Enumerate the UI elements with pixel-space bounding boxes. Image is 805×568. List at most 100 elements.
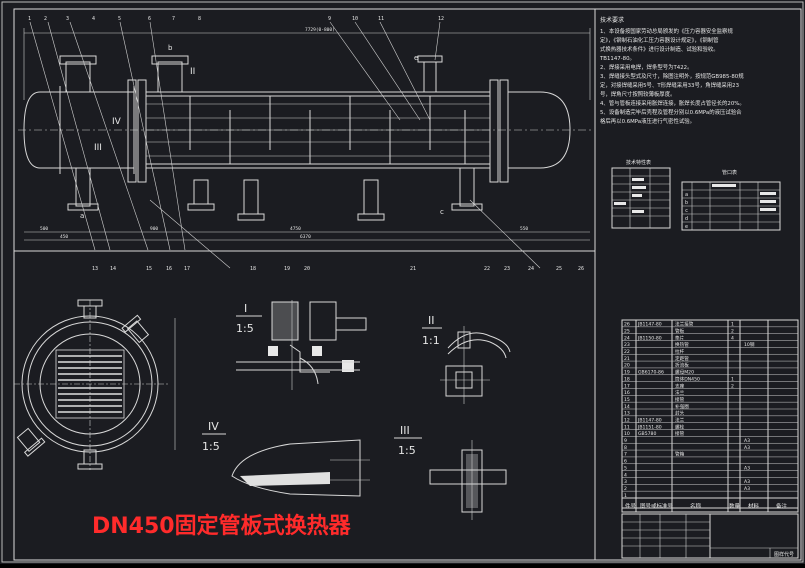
nozzle-letter: b [685, 200, 688, 206]
bom-cell-material: A3 [744, 438, 750, 444]
tech-line: TB1147-80。 [599, 56, 635, 62]
bom-cell-name: 管箱 [675, 451, 685, 458]
bom-cell-drawing: JB1150-80 [637, 335, 662, 341]
bom-cell-drawing: GB5780 [638, 431, 656, 437]
part-number: 3 [66, 16, 69, 22]
bom-header-remark: 备注 [776, 502, 788, 510]
bom-cell-seq: 26 [624, 322, 630, 328]
dimension-text: 550 [520, 226, 528, 232]
nozzle-letter: a [80, 212, 84, 220]
dimension-text: 900 [150, 226, 158, 232]
part-number: 17 [184, 266, 190, 272]
bom-cell-qty: 1 [731, 322, 734, 328]
detail-III: III 1:5 [394, 424, 507, 520]
table-title: 技术特性表 [626, 159, 651, 166]
bom-cell-material: A3 [744, 486, 750, 492]
bom-cell-seq: 4 [624, 472, 627, 478]
bom-cell-seq: 5 [624, 465, 627, 471]
bom-header-seq: 件号 [625, 502, 637, 510]
drawing-title: DN450固定管板式换热器 [92, 514, 351, 539]
part-number: 6 [148, 16, 151, 22]
bom-cell-drawing: JB1151-80 [637, 424, 662, 430]
part-number: 22 [484, 266, 490, 272]
bom-cell-qty: 1 [731, 376, 734, 382]
dimension-text: 6370 [300, 234, 311, 240]
part-number: 19 [284, 266, 290, 272]
bom-cell-seq: 15 [624, 397, 630, 403]
bom-header-qty: 数量 [729, 502, 741, 510]
bom-header-material: 材料 [748, 502, 760, 510]
bom-cell-name: 拉杆 [675, 348, 685, 355]
bom-cell-seq: 24 [624, 335, 630, 341]
tech-line: 4、管与管板连接采用胀焊连接，胀焊长度占管径长的20%。 [600, 99, 745, 107]
bom-cell-seq: 25 [624, 328, 630, 334]
detail-scale: 1:1 [422, 334, 440, 347]
bom-cell-name: 接管 [675, 430, 685, 437]
part-number: 23 [504, 266, 510, 272]
detail-label: III [400, 424, 410, 437]
inner-frame [13, 8, 802, 561]
bom-cell-drawing: GB6170-86 [638, 370, 664, 376]
tech-line: 3、焊缝接头型式及尺寸，除图注明外，按规范GB985-80规 [600, 72, 744, 80]
bom-cell-name: 定距管 [675, 355, 689, 362]
tube-bundle-pattern [55, 349, 125, 419]
bom-cell-seq: 17 [624, 383, 630, 389]
tech-characteristics-table: 技术特性表 [611, 159, 671, 229]
detail-marker: III [94, 143, 102, 153]
bom-cell-seq: 16 [624, 390, 630, 396]
bom-cell-material: A3 [744, 479, 750, 485]
bom-cell-seq: 1 [624, 493, 627, 499]
tech-line: 5、设备制造完毕后壳程及管程分别以0.6MPa的液压试验合 [600, 108, 742, 116]
part-number: 14 [110, 266, 116, 272]
dimension-text: 7729(0-800) [305, 27, 335, 33]
bom-cell-seq: 13 [624, 411, 630, 417]
bom-cell-material: 10钢 [744, 341, 755, 348]
detail-scale: 1:5 [202, 440, 220, 453]
part-number: 8 [198, 16, 201, 22]
detail-label: I [244, 302, 247, 315]
bom-cell-name: 管板 [675, 327, 685, 334]
detail-marker: II [190, 67, 195, 77]
part-number: 21 [410, 266, 416, 272]
nozzle-letter: a [685, 192, 688, 198]
part-number: 2 [44, 16, 47, 22]
bom-cell-name: 支座 [675, 382, 685, 389]
bom-cell-name: 补强圈 [675, 403, 689, 410]
bom-cell-name: 螺栓 [675, 423, 685, 430]
part-number: 4 [92, 16, 95, 22]
dimension-text: 500 [40, 226, 48, 232]
bom-cell-qty: 4 [731, 335, 734, 341]
bom-header-name: 名称 [690, 502, 702, 510]
part-number: 7 [172, 16, 175, 22]
detail-marker: IV [112, 117, 122, 127]
part-number: 15 [146, 266, 152, 272]
part-number: 25 [556, 266, 562, 272]
part-number: 9 [328, 16, 331, 22]
bom-cell-seq: 9 [624, 438, 627, 444]
bom-cell-seq: 20 [624, 363, 630, 369]
technical-requirements: 技术要求 1、本设备按国家劳动总局颁发的《压力容器安全监察规 定》，《钢制石油化… [599, 16, 745, 125]
bom-cell-name: 换热管 [675, 341, 689, 348]
detail-label: IV [208, 420, 219, 433]
nozzle-table: 管口表 a b c d e [681, 169, 781, 231]
part-number: 5 [118, 16, 121, 22]
detail-scale: 1:5 [398, 444, 416, 457]
tech-line: 定，对接焊缝采用5号、T形焊缝采用33号，角焊缝采用23 [600, 81, 739, 89]
dimension-text: 450 [60, 234, 68, 240]
bom-cell-drawing: JB1147-80 [637, 417, 662, 423]
tech-line: 号，焊角尺寸按照较薄板厚度。 [600, 90, 675, 98]
bom-cell-qty: 2 [731, 383, 734, 389]
bom-cell-name: 筒体DN450 [675, 375, 700, 382]
bom-cell-seq: 11 [624, 424, 630, 430]
bom-cell-material: A3 [744, 445, 750, 451]
part-number: 20 [304, 266, 310, 272]
bom-cell-seq: 12 [624, 417, 630, 423]
detail-scale: 1:5 [236, 322, 254, 335]
main-elevation-view: 1 2 3 4 5 6 7 8 9 10 11 12 13 14 15 16 1… [18, 16, 592, 272]
nozzle-letter: d [685, 216, 688, 222]
nozzle-letter: c [440, 208, 444, 216]
part-number: 1 [28, 16, 31, 22]
